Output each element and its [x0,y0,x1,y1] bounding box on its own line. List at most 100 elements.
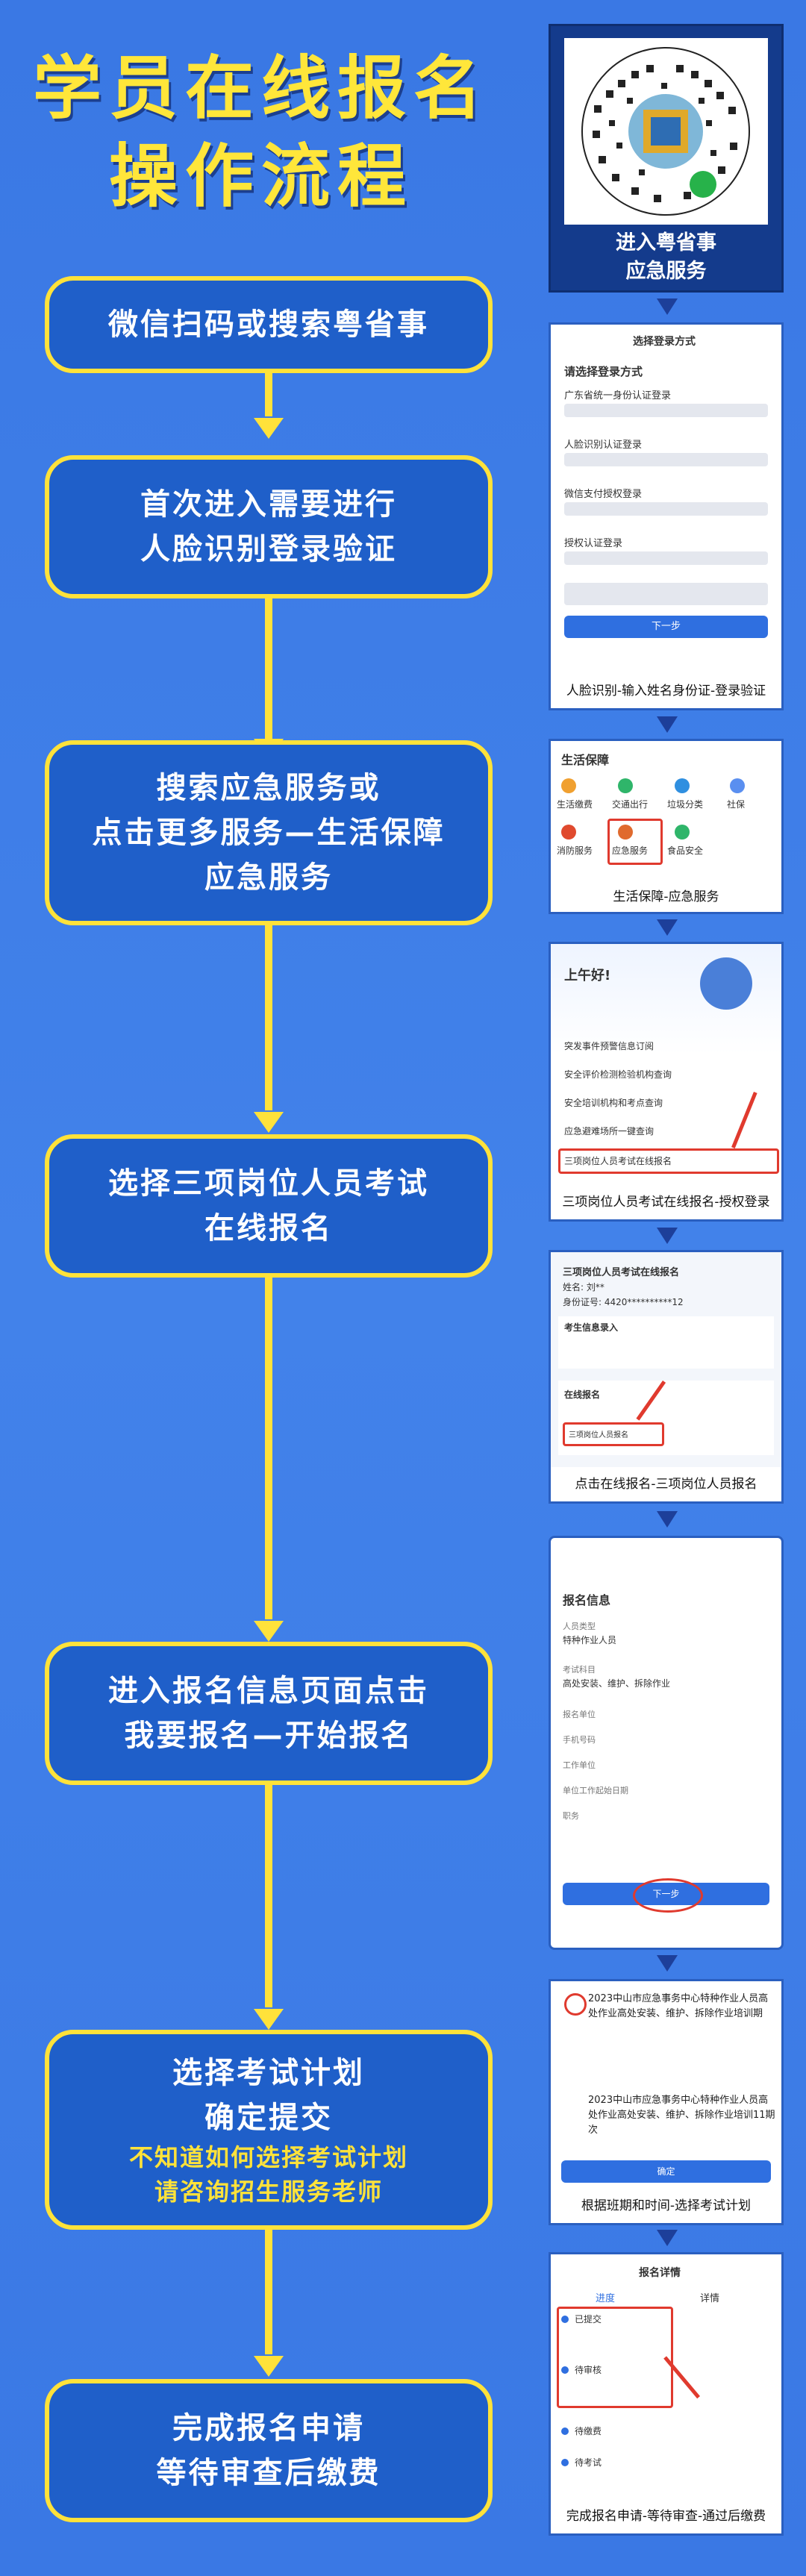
step-text: 搜索应急服务或 [49,766,488,810]
screen-caption: 根据班期和时间-选择考试计划 [551,2189,781,2223]
tab-progress[interactable]: 进度 [596,2290,615,2304]
service-item[interactable]: 垃圾分类 [667,798,703,810]
service-item[interactable]: 消防服务 [557,844,593,857]
fire-icon [561,825,576,840]
step-text: 选择三项岗位人员考试 [49,1161,488,1206]
down-arrow-icon [254,2009,284,2030]
step-5-box: 进入报名信息页面点击 我要报名—开始报名 [45,1642,493,1785]
screen-caption: 三项岗位人员考试在线报名-授权登录 [551,1185,781,1219]
down-arrow-icon [254,418,284,439]
tab-detail[interactable]: 详情 [700,2290,719,2304]
placeholder-line [564,502,768,516]
field-label[interactable]: 单位工作起始日期 [563,1784,628,1796]
step-dot-icon [561,2459,569,2466]
screen-title: 报名信息 [563,1590,610,1608]
qr-code-icon [564,38,768,225]
screen-detail: 报名详情 进度 详情 已提交 待审核 待缴费 待考试 完成报名申请-等待审查-通… [549,2252,784,2536]
section-title: 考生信息录入 [564,1321,618,1334]
step-text: 选择考试计划 [49,2051,488,2095]
page-title-line1: 学员在线报名 [22,45,500,133]
field-label: 人员类型 [563,1620,596,1632]
screen-caption: 完成报名申请-等待审查-通过后缴费 [551,2499,781,2533]
screen-caption: 人脸识别-输入姓名身份证-登录验证 [551,674,781,708]
step-text: 进入报名信息页面点击 [49,1669,488,1713]
highlight-box [558,1148,779,1174]
step-text: 首次进入需要进行 [49,482,488,527]
menu-item[interactable]: 安全评价检测检验机构查询 [564,1068,672,1081]
step-text: 完成报名申请 [49,2406,488,2451]
screen-login: 选择登录方式 请选择登录方式 广东省统一身份认证登录 人脸识别认证登录 微信支付… [549,322,784,710]
step-4-box: 选择三项岗位人员考试 在线报名 [45,1134,493,1278]
food-icon [675,825,690,840]
down-arrow-icon [254,2356,284,2377]
recycle-icon [675,778,690,793]
step-text: 应急服务 [49,855,488,900]
login-option[interactable]: 人脸识别认证登录 [564,437,642,451]
step-text: 等待审查后缴费 [49,2451,488,2495]
down-arrow-icon [657,919,678,936]
applicant-name: 姓名: 刘** [563,1281,604,1293]
next-button[interactable]: 下一步 [564,616,768,638]
down-arrow-icon [657,298,678,315]
qr-code[interactable] [564,38,768,225]
field-label[interactable]: 职务 [563,1810,579,1822]
menu-item[interactable]: 应急避难场所一键查询 [564,1125,654,1137]
connector-line [265,1276,272,1619]
placeholder-line [564,453,768,466]
down-arrow-icon [254,1112,284,1133]
plan-option[interactable]: 2023中山市应急事务中心特种作业人员高处作业高处安装、维护、拆除作业培训期 [558,1992,776,2074]
page-title: 学员在线报名 操作流程 [22,45,500,221]
screen-exam: 上午好! 突发事件预警信息订阅 安全评价检测检验机构查询 安全培训机构和考点查询… [549,942,784,1222]
menu-item[interactable]: 突发事件预警信息订阅 [564,1040,654,1052]
login-option[interactable]: 授权认证登录 [564,535,622,549]
qr-caption: 进入粤省事 应急服务 [551,229,781,286]
confirm-button[interactable]: 确定 [561,2160,771,2183]
section-title: 在线报名 [564,1388,600,1401]
down-arrow-icon [657,2230,678,2246]
down-arrow-icon [254,1621,284,1642]
down-arrow-icon [657,1228,678,1244]
placeholder-line [564,583,768,605]
field-label[interactable]: 手机号码 [563,1734,596,1745]
screen-title: 请选择登录方式 [564,363,643,379]
plan-option[interactable]: 2023中山市应急事务中心特种作业人员高处作业高处安装、维护、拆除作业培训11期… [561,2093,776,2153]
field-value[interactable]: 特种作业人员 [563,1634,616,1646]
connector-line [265,924,272,1110]
mascot-icon [700,957,752,1010]
step-text: 在线报名 [49,1206,488,1251]
step-dot-icon [561,2427,569,2435]
login-option[interactable]: 广东省统一身份认证登录 [564,387,671,401]
screen-title: 生活保障 [561,750,609,768]
bill-icon [561,778,576,793]
traffic-icon [618,778,633,793]
field-label[interactable]: 工作单位 [563,1759,596,1771]
qr-panel: 进入粤省事 应急服务 [549,24,784,293]
status-step: 待考试 [575,2456,602,2469]
step-note: 请咨询招生服务老师 [49,2175,488,2209]
qr-caption-line2: 应急服务 [551,257,781,286]
login-option[interactable]: 微信支付授权登录 [564,486,642,500]
highlight-circle [633,1878,703,1913]
step-text: 确定提交 [49,2095,488,2140]
menu-item[interactable]: 安全培训机构和考点查询 [564,1096,663,1109]
screen-header: 选择登录方式 [633,334,696,348]
field-value[interactable]: 高处安装、维护、拆除作业 [563,1677,670,1689]
field-label[interactable]: 报名单位 [563,1708,596,1720]
service-item[interactable]: 食品安全 [667,844,703,857]
step-text: 微信扫码或搜索粤省事 [49,302,488,347]
placeholder-line [564,551,768,565]
service-item[interactable]: 交通出行 [612,798,648,810]
screen-apply: 三项岗位人员考试在线报名 姓名: 刘** 身份证号: 4420*********… [549,1250,784,1504]
insurance-icon [730,778,745,793]
service-item[interactable]: 生活缴费 [557,798,593,810]
highlight-box [563,1422,664,1446]
placeholder-line [564,404,768,417]
pointer-arrow [731,1092,757,1148]
screen-title: 三项岗位人员考试在线报名 [563,1264,679,1278]
highlight-circle [564,1993,587,2016]
highlight-box [557,2307,673,2408]
down-arrow-icon [657,1511,678,1528]
step-3-box: 搜索应急服务或 点击更多服务—生活保障 应急服务 [45,740,493,925]
service-item[interactable]: 社保 [727,798,745,810]
applicant-id: 身份证号: 4420**********12 [563,1295,684,1308]
